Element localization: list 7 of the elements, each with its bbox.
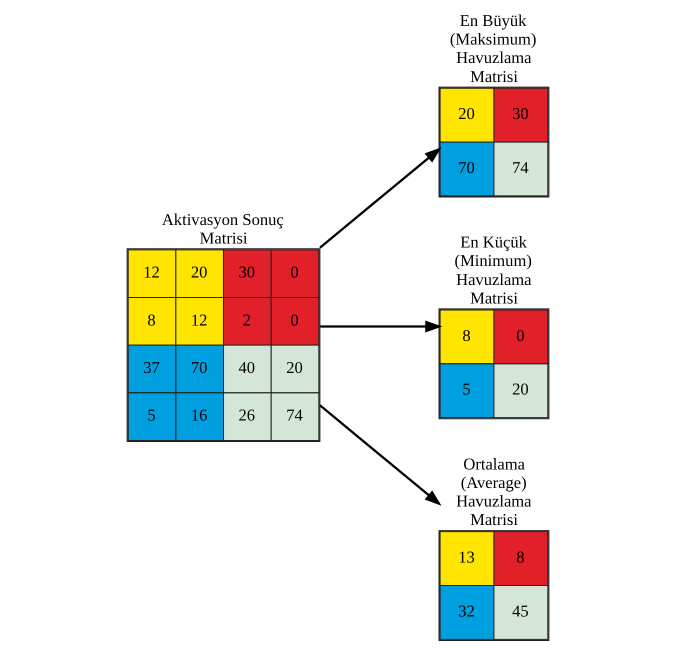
node-label: Ortalama (Average) Havuzlama Matrisi <box>456 454 532 530</box>
arrow <box>319 147 442 249</box>
node-label: En Büyük (Maksimum) Havuzlama Matrisi <box>450 10 536 86</box>
node-label: Aktivasyon Sonuç Matrisi <box>162 210 284 248</box>
arrow <box>320 320 442 332</box>
arrow <box>319 404 442 506</box>
node-label: En Küçük (Minimum) Havuzlama Matrisi <box>454 232 532 308</box>
